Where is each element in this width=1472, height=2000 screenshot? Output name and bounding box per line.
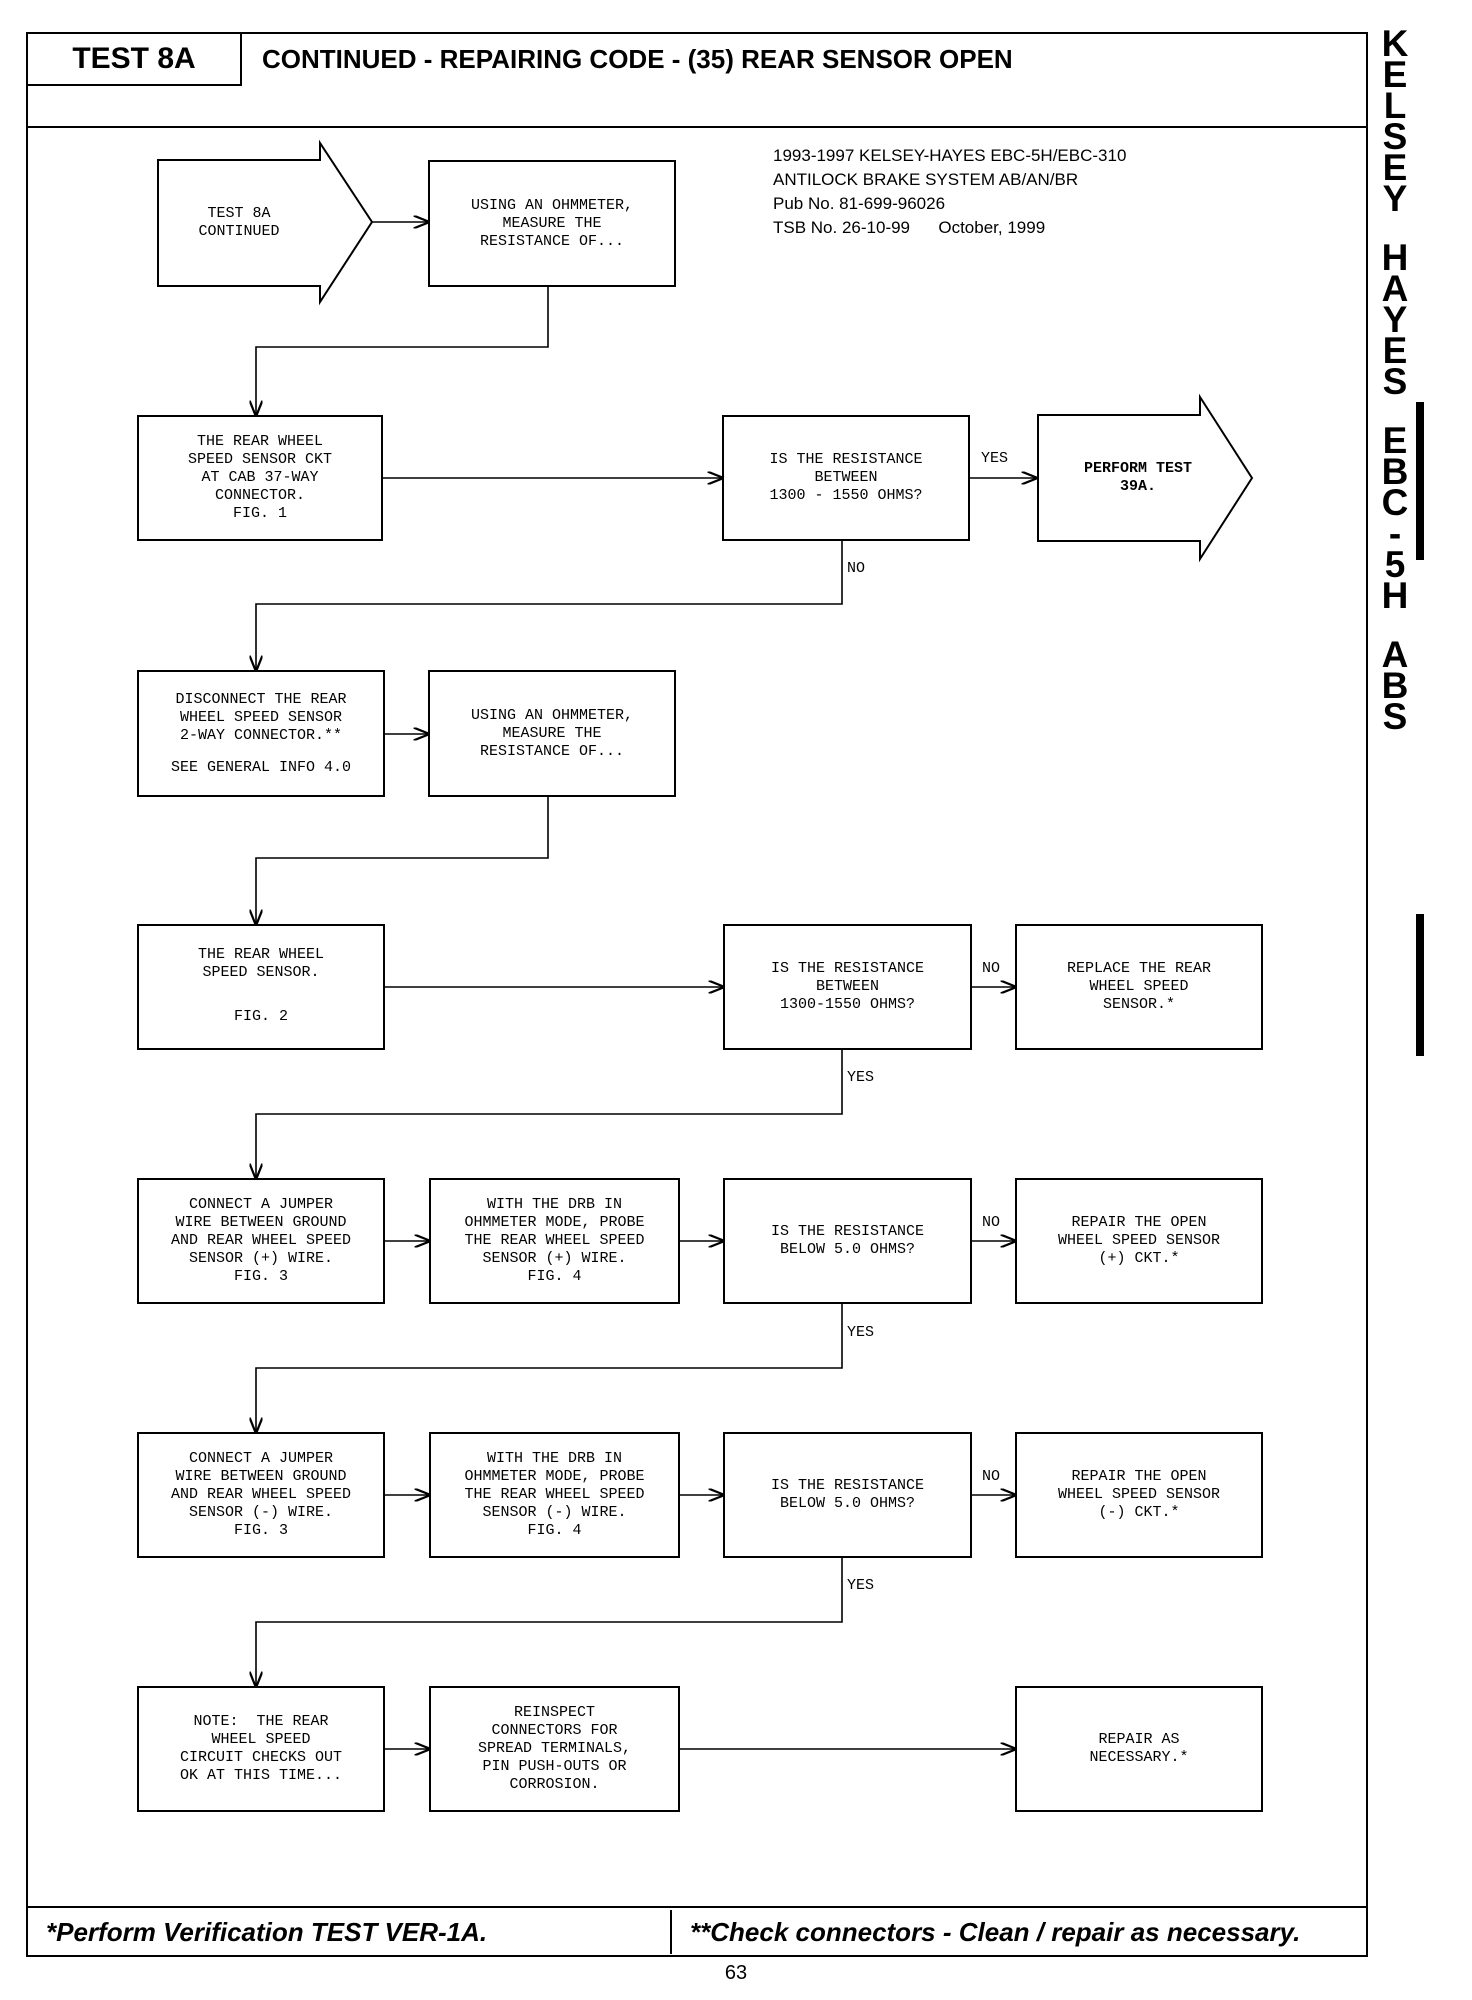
sidebar-letter: E (1382, 147, 1408, 188)
publication-info: 1993-1997 KELSEY-HAYES EBC-5H/EBC-310 AN… (773, 144, 1126, 240)
sidebar-letter: B (1381, 451, 1409, 492)
sidebar-letter: Y (1382, 299, 1408, 340)
header-divider (28, 126, 1366, 128)
pub-line-1: 1993-1997 KELSEY-HAYES EBC-5H/EBC-310 (773, 146, 1127, 165)
pub-line-4: TSB No. 26-10-99 October, 1999 (773, 218, 1046, 237)
replace-sensor-box: REPLACE THE REAR WHEEL SPEED SENSOR.* (1015, 924, 1263, 1050)
resistance-question-2: IS THE RESISTANCE BETWEEN 1300-1550 OHMS… (723, 924, 972, 1050)
pub-line-3: Pub No. 81-699-96026 (773, 194, 946, 213)
sidebar-letter: E (1382, 54, 1408, 95)
disconnect-text: DISCONNECT THE REAR WHEEL SPEED SENSOR 2… (175, 690, 347, 744)
sidebar-letter: - (1388, 513, 1402, 554)
disconnect-subtext: SEE GENERAL INFO 4.0 (170, 758, 352, 776)
reinspect-connectors-box: REINSPECT CONNECTORS FOR SPREAD TERMINAL… (429, 1686, 680, 1812)
measure-resistance-box: USING AN OHMMETER, MEASURE THE RESISTANC… (428, 160, 676, 287)
yes-label: YES (981, 450, 1009, 467)
page-title: CONTINUED - REPAIRING CODE - (35) REAR S… (262, 44, 1013, 74)
pub-line-2: ANTILOCK BRAKE SYSTEM AB/AN/BR (773, 170, 1079, 189)
test-label: TEST 8A (28, 34, 242, 86)
sensor-box-text: THE REAR WHEEL SPEED SENSOR. (197, 946, 325, 981)
sidebar-letter: S (1382, 361, 1408, 402)
section-marker-bar (1416, 402, 1424, 560)
resistance-question-1: IS THE RESISTANCE BETWEEN 1300 - 1550 OH… (722, 415, 970, 541)
no-label: NO (982, 1468, 1001, 1485)
sidebar-letter: B (1381, 665, 1409, 706)
sidebar-letter: E (1382, 330, 1408, 371)
yes-label: YES (847, 1324, 875, 1341)
sidebar-letter: C (1381, 482, 1409, 523)
start-arrow-shape (157, 139, 374, 306)
section-marker-bar (1416, 914, 1424, 1056)
measure-resistance-box-2: USING AN OHMMETER, MEASURE THE RESISTANC… (428, 670, 676, 797)
repair-positive-ckt-box: REPAIR THE OPEN WHEEL SPEED SENSOR (+) C… (1015, 1178, 1263, 1304)
sidebar-letter: E (1382, 420, 1408, 461)
sidebar-letter: A (1381, 268, 1409, 309)
jumper-negative-box: CONNECT A JUMPER WIRE BETWEEN GROUND AND… (137, 1432, 385, 1558)
sidebar-letter: L (1383, 85, 1407, 126)
no-label: NO (982, 960, 1001, 977)
sidebar-letter: S (1382, 116, 1408, 157)
no-label: NO (847, 560, 866, 577)
footer-verification-note: *Perform Verification TEST VER-1A. (30, 1910, 672, 1954)
resistance-question-4: IS THE RESISTANCE BELOW 5.0 OHMS? (723, 1432, 972, 1558)
resistance-question-3: IS THE RESISTANCE BELOW 5.0 OHMS? (723, 1178, 972, 1304)
sidebar-letter: A (1381, 634, 1409, 675)
sidebar-letter: 5 (1384, 544, 1406, 585)
sidebar-letter: K (1381, 23, 1409, 64)
page-frame (26, 32, 1368, 1957)
sidebar-letter: H (1381, 237, 1409, 278)
repair-as-necessary-box: REPAIR AS NECESSARY.* (1015, 1686, 1263, 1812)
yes-label: YES (847, 1577, 875, 1594)
perform-test-39a: PERFORM TEST 39A. (1083, 460, 1193, 495)
footer-connector-note: **Check connectors - Clean / repair as n… (690, 1916, 1301, 1947)
jumper-positive-box: CONNECT A JUMPER WIRE BETWEEN GROUND AND… (137, 1178, 385, 1304)
drb-probe-positive-box: WITH THE DRB IN OHMMETER MODE, PROBE THE… (429, 1178, 680, 1304)
drb-probe-negative-box: WITH THE DRB IN OHMMETER MODE, PROBE THE… (429, 1432, 680, 1558)
cab-connector-ckt-box: THE REAR WHEEL SPEED SENSOR CKT AT CAB 3… (137, 415, 383, 541)
no-label: NO (982, 1214, 1001, 1231)
footer-divider (28, 1906, 1366, 1908)
yes-label: YES (847, 1069, 875, 1086)
sidebar-letter: S (1382, 696, 1408, 737)
sensor-box-fig: FIG. 2 (233, 1008, 288, 1025)
page-number: 63 (724, 1962, 748, 1984)
start-continued-label: TEST 8A CONTINUED (198, 205, 280, 240)
rear-wheel-sensor-box: THE REAR WHEEL SPEED SENSOR. FIG. 2 (137, 924, 385, 1050)
disconnect-sensor-box: DISCONNECT THE REAR WHEEL SPEED SENSOR 2… (137, 670, 385, 797)
sidebar-letter: Y (1382, 178, 1408, 219)
note-circuit-ok-box: NOTE: THE REAR WHEEL SPEED CIRCUIT CHECK… (137, 1686, 385, 1812)
perform-arrow-shape (1037, 393, 1254, 563)
repair-negative-ckt-box: REPAIR THE OPEN WHEEL SPEED SENSOR (-) C… (1015, 1432, 1263, 1558)
sidebar-letter: H (1381, 575, 1409, 616)
